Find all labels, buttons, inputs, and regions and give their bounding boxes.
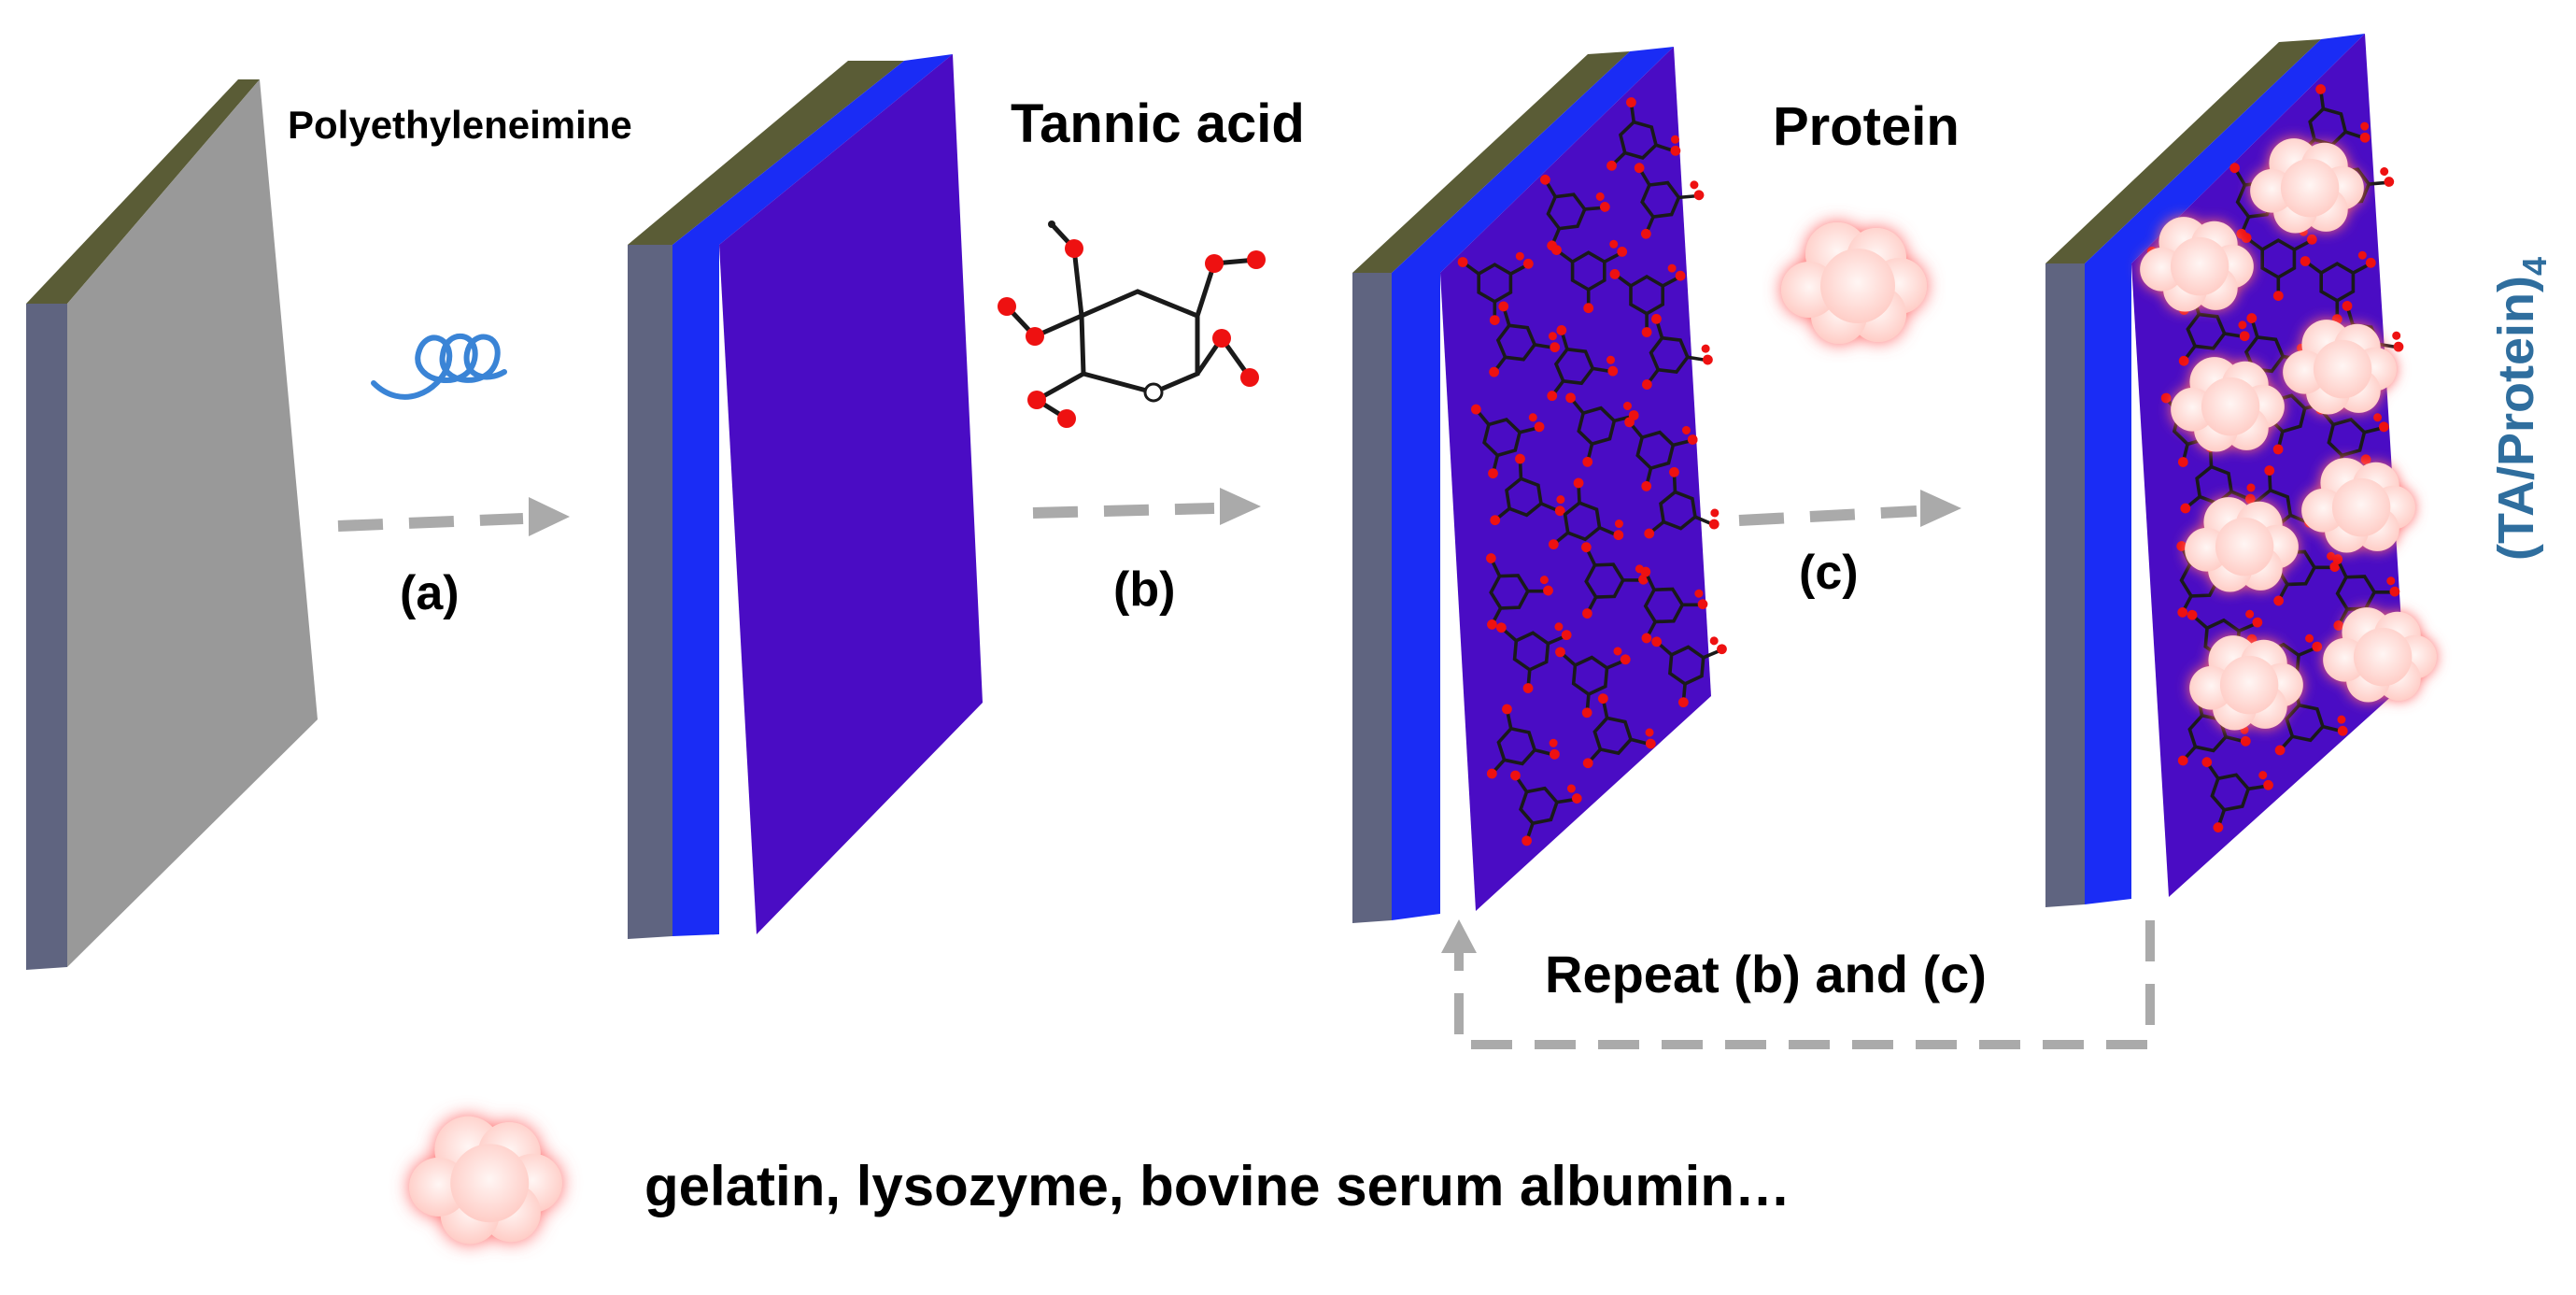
side-label: (TA/Protein)4 bbox=[2488, 257, 2554, 561]
tannic-acid-label: Tannic acid bbox=[1011, 93, 1305, 154]
molecule-icon bbox=[998, 221, 1266, 428]
pei-coated-slab bbox=[628, 54, 983, 939]
repeat-label: Repeat (b) and (c) bbox=[1545, 945, 1987, 1003]
step-b-label: (b) bbox=[1113, 562, 1175, 617]
tannic-acid-slab bbox=[1352, 47, 1711, 923]
arrow-step-b bbox=[1032, 488, 1261, 525]
repeat-arrowhead bbox=[1441, 919, 1477, 953]
arrow-step-c bbox=[1738, 490, 1961, 527]
step-a-label: (a) bbox=[400, 566, 460, 620]
pei-label: Polyethyleneimine bbox=[288, 103, 632, 147]
side-label-main: (TA/Protein) bbox=[2488, 276, 2544, 561]
arrow-step-a bbox=[337, 497, 570, 536]
legend-cloud-icon bbox=[409, 1116, 562, 1245]
coil-icon bbox=[371, 334, 507, 400]
protein-label: Protein bbox=[1773, 96, 1960, 157]
repeat-loop-arrow bbox=[1454, 920, 2155, 1049]
legend-label: gelatin, lysozyme, bovine serum albumin… bbox=[644, 1155, 1790, 1217]
side-label-sub: 4 bbox=[2515, 257, 2554, 276]
cloud-icon bbox=[1781, 222, 1927, 344]
substrate-slab bbox=[26, 79, 318, 970]
step-c-label: (c) bbox=[1799, 546, 1859, 600]
